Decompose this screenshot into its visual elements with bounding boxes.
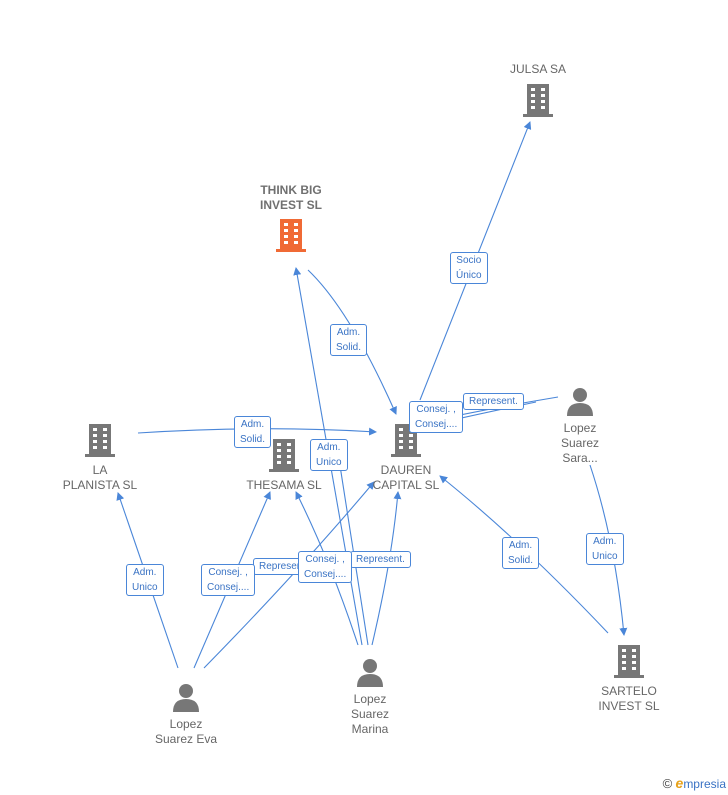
node-julsa[interactable]: JULSA SA	[488, 62, 588, 123]
brand-name: mpresia	[683, 777, 726, 791]
edge-label-consej[interactable]: Consej. , Consej....	[409, 401, 464, 433]
brand-initial: e	[675, 775, 684, 791]
edge-label-adm-solid[interactable]: Adm. Solid.	[330, 324, 368, 356]
edge-label-consej[interactable]: Consej. , Consej....	[201, 564, 256, 596]
person-icon	[357, 659, 383, 687]
node-label: Lopez Suarez Marina	[350, 692, 390, 736]
building-icon	[614, 645, 644, 678]
edge-marina-dauren	[371, 491, 402, 646]
empresia-watermark: © empresia	[663, 775, 726, 791]
person-icon	[567, 388, 593, 416]
edge-label-adm-unico[interactable]: Adm. Unico	[126, 564, 164, 596]
copyright-icon: ©	[662, 776, 673, 791]
node-label: LA PLANISTA SL	[62, 463, 138, 492]
node-laplanista[interactable]: LA PLANISTA SL	[50, 422, 150, 493]
node-label: THESAMA SL	[246, 478, 322, 492]
edge-label-represent[interactable]: Represent.	[350, 551, 411, 568]
node-label: THINK BIG INVEST SL	[259, 183, 322, 212]
building-icon	[276, 219, 306, 252]
node-eva[interactable]: Lopez Suarez Eva	[140, 682, 232, 747]
edge-label-adm-unico[interactable]: Adm. Unico	[310, 439, 348, 471]
node-label: Lopez Suarez Eva	[154, 717, 218, 746]
node-label: SARTELO INVEST SL	[598, 684, 660, 713]
node-label: Lopez Suarez Sara...	[560, 421, 600, 465]
node-thesama[interactable]: THESAMA SL	[234, 437, 334, 493]
person-icon	[173, 684, 199, 712]
node-label: JULSA SA	[509, 62, 567, 76]
edge-label-socio-unico[interactable]: Socio Único	[450, 252, 488, 284]
node-sartelo[interactable]: SARTELO INVEST SL	[578, 643, 680, 714]
node-thinkbig[interactable]: THINK BIG INVEST SL	[236, 183, 346, 258]
edge-label-adm-solid[interactable]: Adm. Solid.	[502, 537, 540, 569]
edge-label-consej[interactable]: Consej. , Consej....	[298, 551, 353, 583]
edge-label-adm-solid[interactable]: Adm. Solid.	[234, 416, 272, 448]
edge-label-represent[interactable]: Represent.	[463, 393, 524, 410]
edge-marina-laplanista	[333, 439, 369, 646]
building-icon	[269, 439, 299, 472]
node-sara[interactable]: Lopez Suarez Sara...	[538, 386, 622, 466]
node-marina[interactable]: Lopez Suarez Marina	[328, 657, 412, 737]
edge-label-adm-unico[interactable]: Adm. Unico	[586, 533, 624, 565]
building-icon	[523, 84, 553, 117]
building-icon	[85, 424, 115, 457]
node-label: DAUREN CAPITAL SL	[372, 463, 440, 492]
